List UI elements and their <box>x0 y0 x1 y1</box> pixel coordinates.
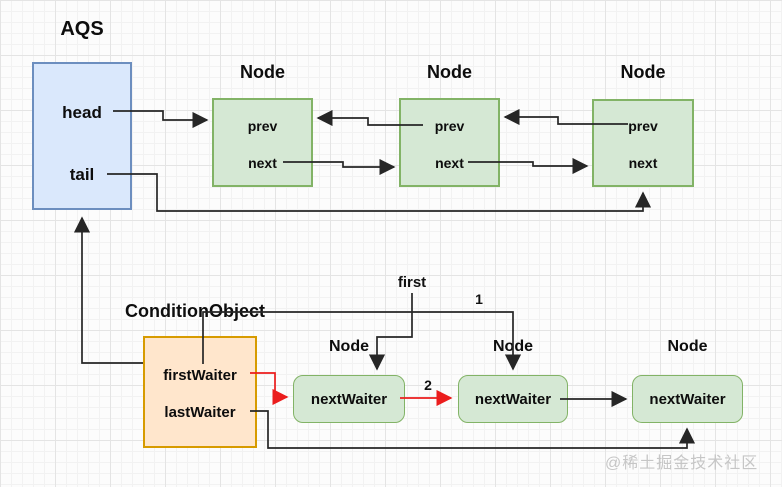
condition-object-title: ConditionObject <box>125 301 265 321</box>
sync-node3-prev: prev <box>628 118 658 134</box>
sync-node3-next: next <box>628 155 658 171</box>
sync-node3-title: Node <box>620 62 666 82</box>
connector-condition-to-aqs <box>73 216 143 364</box>
sync-node2-prev: prev <box>434 118 465 134</box>
cond-node2-next-waiter: nextWaiter <box>474 390 552 408</box>
cond-node1-next-waiter: nextWaiter <box>310 390 388 408</box>
aqs-field-tail: tail <box>69 165 95 184</box>
condition-object-box: firstWaiter lastWaiter <box>143 336 257 448</box>
cond-node1-box: nextWaiter <box>293 375 405 423</box>
connector-first-to-condnode1 <box>368 293 413 371</box>
condition-field-first-waiter: firstWaiter <box>163 367 237 384</box>
cond-node1-title: Node <box>329 338 369 355</box>
aqs-field-head: head <box>62 103 102 122</box>
cond-node2-box: nextWaiter <box>458 375 568 423</box>
sync-node3-box: prev next <box>592 99 694 187</box>
step1-label: 1 <box>475 291 483 307</box>
connector-tail-to-node3 <box>107 173 652 212</box>
watermark-text: @稀土掘金技术社区 <box>605 455 759 472</box>
sync-node2-next: next <box>435 155 464 171</box>
cond-node3-title: Node <box>667 338 708 355</box>
step2-label: 2 <box>424 377 432 393</box>
first-pointer-label: first <box>397 274 427 291</box>
condition-field-last-waiter: lastWaiter <box>164 404 236 421</box>
cond-node3-box: nextWaiter <box>632 375 743 423</box>
aqs-title: AQS <box>60 18 104 40</box>
sync-node1-prev: prev <box>247 118 278 134</box>
sync-node1-box: prev next <box>212 98 313 187</box>
sync-node1-title: Node <box>240 62 285 82</box>
cond-node2-title: Node <box>493 338 533 355</box>
sync-node2-title: Node <box>427 62 472 82</box>
sync-node1-next: next <box>248 155 277 171</box>
aqs-box: head tail <box>32 62 132 210</box>
cond-node3-next-waiter: nextWaiter <box>649 390 726 408</box>
sync-node2-box: prev next <box>399 98 500 187</box>
